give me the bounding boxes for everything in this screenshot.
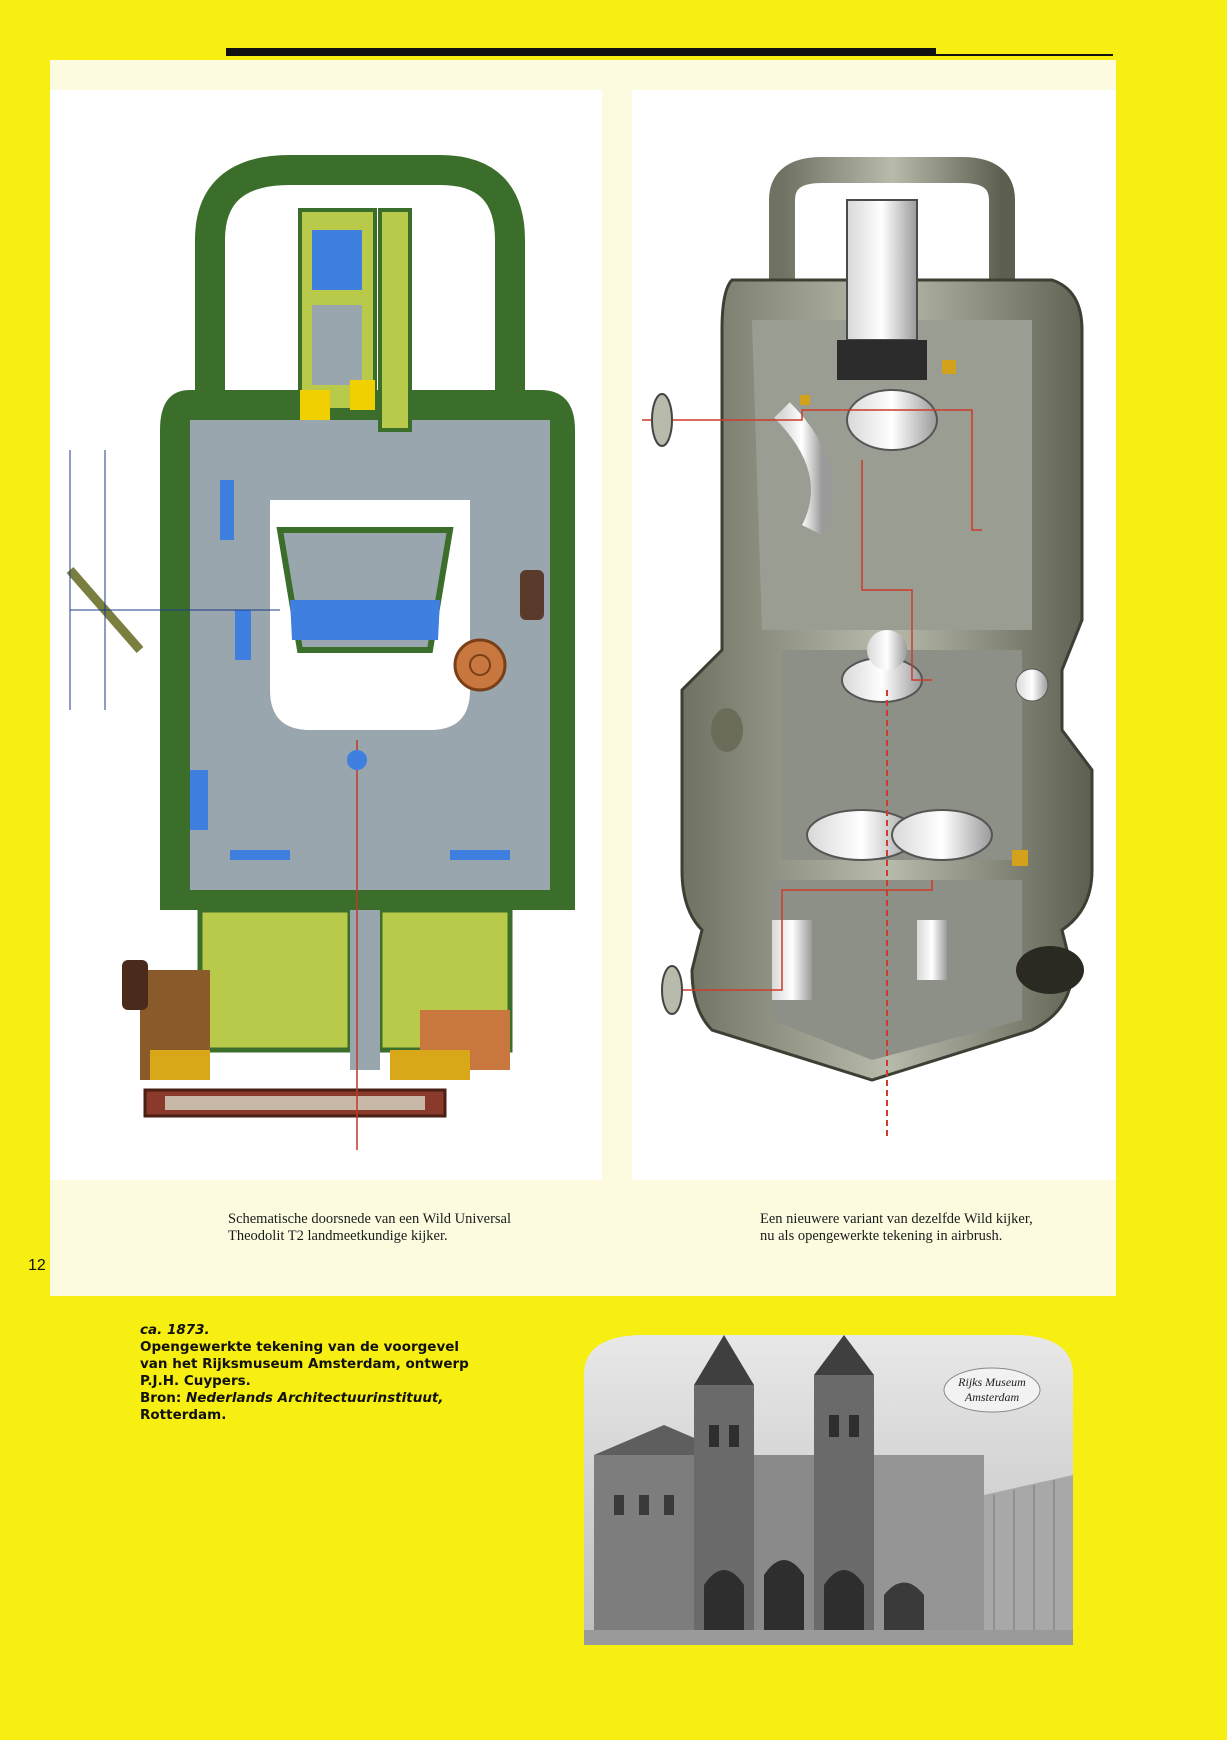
info-date: ca. 1873. [140,1322,210,1338]
theodolite-schematic-figure [50,90,602,1180]
info-line-5: Rotterdam. [140,1407,227,1423]
right-figure-caption: Een nieuwere variant van dezelfde Wild k… [760,1211,1100,1245]
theodolite-airbrush-figure [632,90,1116,1180]
top-rule-thin [936,54,1113,56]
engraving-info-block: ca. 1873. Opengewerkte tekening van de v… [140,1322,540,1424]
info-line-2: van het Rijksmuseum Amsterdam, ontwerp [140,1356,469,1372]
info-source-line: Bron: Nederlands Architectuurinstituut, [140,1390,540,1407]
left-caption-line-2: Theodolit T2 landmeetkundige kijker. [228,1228,448,1244]
engraving-inscription-line-1: Rijks Museum [957,1375,1026,1389]
theodolite-schematic-drawing [66,155,575,1150]
info-source-prefix: Bron: [140,1390,186,1406]
left-figure-caption: Schematische doorsnede van een Wild Univ… [228,1211,588,1245]
rijksmuseum-engraving-image: Rijks Museum Amsterdam [584,1335,1073,1645]
top-rule [226,48,936,56]
left-caption-line-1: Schematische doorsnede van een Wild Univ… [228,1211,512,1227]
engraving-inscription-line-2: Amsterdam [964,1390,1020,1404]
right-caption-line-1: Een nieuwere variant van dezelfde Wild k… [760,1211,1033,1227]
theodolite-airbrush-drawing [642,157,1094,1140]
page-number: 12 [28,1257,46,1274]
rijksmuseum-engraving-drawing: Rijks Museum Amsterdam [584,1335,1073,1645]
right-caption-line-2: nu als opengewerkte tekening in airbrush… [760,1228,1003,1244]
info-line-1: Opengewerkte tekening van de voorgevel [140,1339,460,1355]
info-source-italic: Nederlands Architectuurinstituut, [185,1390,444,1406]
info-line-3: P.J.H. Cuypers. [140,1373,251,1389]
